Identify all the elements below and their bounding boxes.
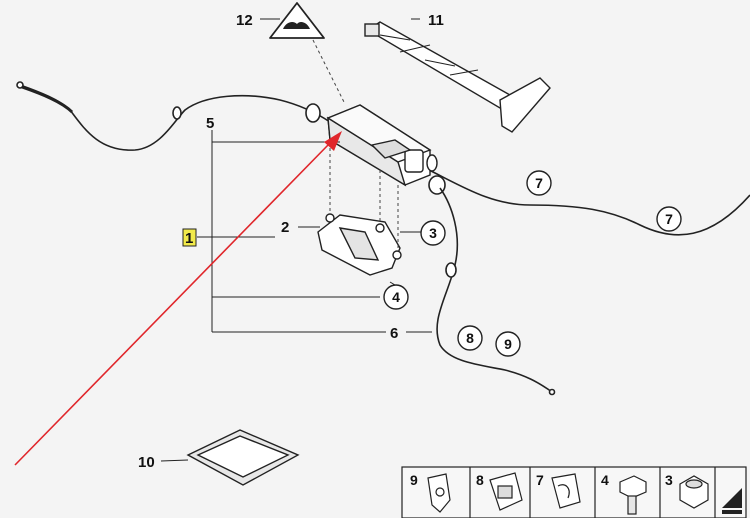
kit-leader-line [160,459,189,462]
legend-number-7: 7 [536,472,544,488]
callout-4: 4 [392,289,400,305]
assembly-dashed-lines [312,39,399,250]
callout-7b-circle: 7 [656,206,682,232]
callout-8: 8 [466,330,474,346]
callout-3: 3 [429,225,437,241]
parking-brake-actuator [326,104,438,187]
callout-4-circle: 4 [383,284,409,310]
parts-legend: 9 8 7 4 3 [401,466,747,518]
callout-6: 6 [390,325,398,342]
callout-2: 2 [281,219,289,236]
callout-10: 10 [138,454,155,471]
callout-7a-circle: 7 [526,170,552,196]
callout-7a: 7 [535,175,543,191]
warning-label [269,2,325,39]
diagram-symbol-icon [722,488,742,514]
actuator-bracket [317,213,402,276]
callout-12: 12 [236,12,253,29]
cable-holder-icon [489,472,523,511]
hex-bolt-icon [619,475,647,515]
emergency-release-tool [364,21,551,133]
lower-brake-cable [436,187,556,396]
callout-9: 9 [504,336,512,352]
callout-8-circle: 8 [457,325,483,351]
callout-1: 1 [185,230,193,247]
legend-number-8: 8 [476,472,484,488]
group-leader-lines [197,130,432,333]
legend-number-9: 9 [410,472,418,488]
repair-kit-package [186,429,300,486]
callout-7b: 7 [665,211,673,227]
callout-3-circle: 3 [420,220,446,246]
cable-clip-icon [427,473,451,513]
legend-number-3: 3 [665,472,673,488]
legend-number-4: 4 [601,472,609,488]
callout-1-highlight [182,228,197,247]
callout-11: 11 [428,12,444,29]
hex-nut-icon [679,475,709,509]
callout-5: 5 [206,115,214,132]
spring-clip-icon [551,473,581,509]
callout-9-circle: 9 [495,331,521,357]
left-brake-cable [16,81,331,151]
red-pointer-arrow [14,131,342,466]
right-brake-cable [424,167,750,236]
